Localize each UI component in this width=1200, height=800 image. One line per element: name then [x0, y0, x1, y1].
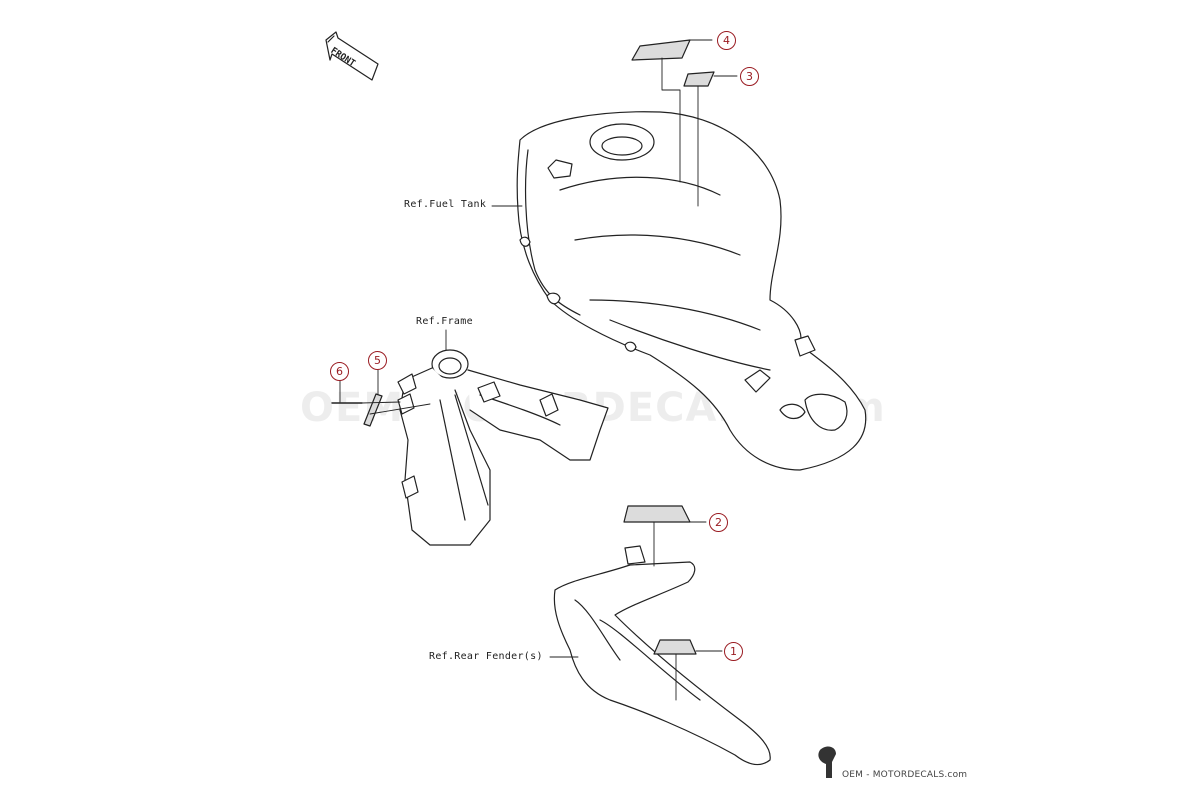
fuel-tank-label: Ref.Fuel Tank	[404, 199, 487, 210]
brand-text: OEM - MOTORDECALS.com	[842, 770, 968, 780]
front-arrow-icon	[325, 31, 379, 81]
decal-3-drawing	[683, 71, 738, 207]
frame-drawing	[397, 349, 609, 546]
callout-2: 2	[709, 513, 728, 532]
callout-5: 5	[368, 351, 387, 370]
decal-4-drawing	[631, 39, 713, 183]
decal-6-drawing	[331, 377, 401, 404]
callout-6: 6	[330, 362, 349, 381]
callout-1: 1	[724, 642, 743, 661]
decal-2-drawing	[623, 505, 707, 567]
rear-fender-drawing	[553, 545, 771, 766]
decal-1-drawing	[653, 639, 723, 701]
callout-3: 3	[740, 67, 759, 86]
rear-fender-label: Ref.Rear Fender(s)	[429, 651, 543, 662]
decal-5-drawing	[363, 369, 431, 427]
brand-logo-icon	[818, 746, 836, 778]
frame-label: Ref.Frame	[416, 316, 473, 327]
fuel-tank-drawing	[516, 111, 867, 471]
callout-4: 4	[717, 31, 736, 50]
